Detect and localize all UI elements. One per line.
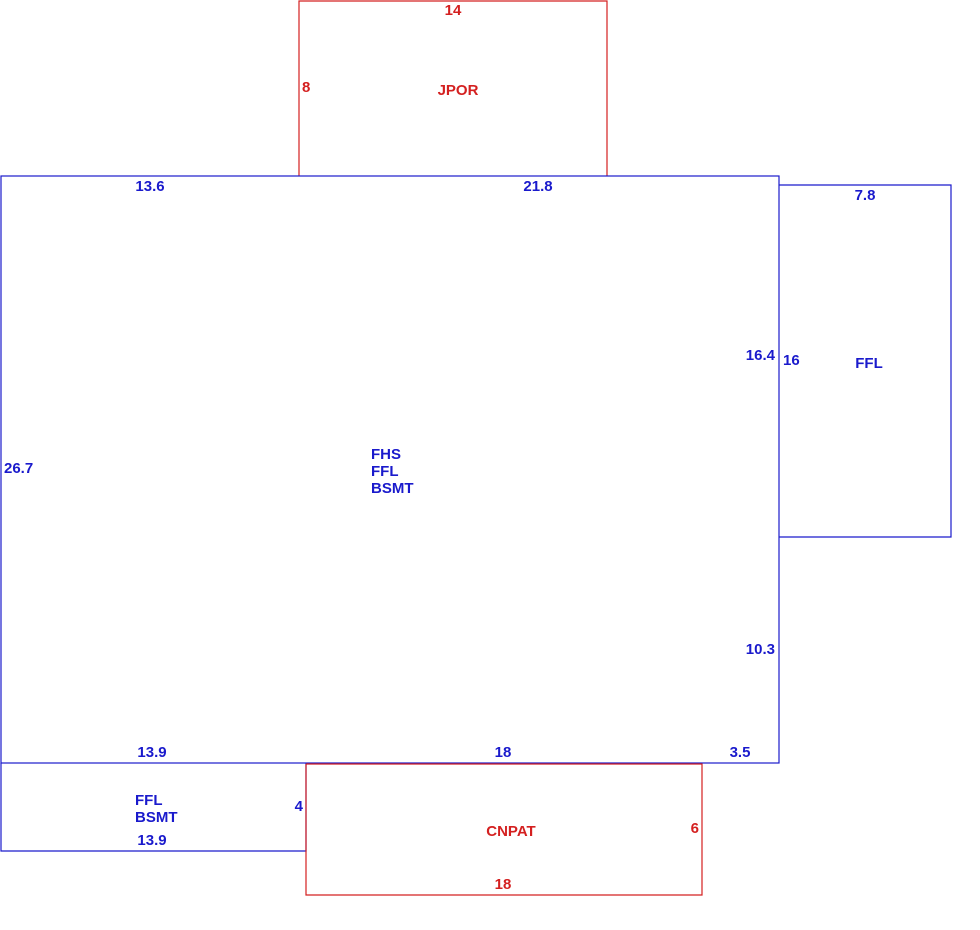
main-right-lower-dimension: 10.3 bbox=[746, 641, 775, 658]
cnpat-label: CNPAT bbox=[486, 823, 535, 840]
main-right-upper-dimension: 16.4 bbox=[746, 347, 776, 364]
ffl-wing-label: FFL bbox=[855, 355, 883, 372]
ffl-bsmt-wing-bottom-dimension: 13.9 bbox=[137, 832, 166, 849]
main-bottom-middle-dimension: 18 bbox=[495, 744, 512, 761]
ffl-bsmt-wing-area[interactable]: FFL BSMT 13.9 4 bbox=[0, 763, 307, 852]
main-house-label-fhs: FHS bbox=[371, 446, 401, 463]
cnpat-bottom-dimension: 18 bbox=[495, 876, 512, 893]
main-left-dimension: 26.7 bbox=[4, 460, 33, 477]
main-house-label-ffl: FFL bbox=[371, 463, 399, 480]
main-house-outline bbox=[0, 175, 780, 764]
ffl-wing-outline bbox=[779, 184, 952, 538]
ffl-wing-area[interactable]: FFL 7.8 16 bbox=[779, 184, 952, 538]
jpor-label: JPOR bbox=[438, 82, 479, 99]
main-top-left-dimension: 13.6 bbox=[135, 178, 164, 195]
jpor-top-dimension: 14 bbox=[445, 2, 462, 19]
jpor-area[interactable]: JPOR 14 8 bbox=[298, 0, 608, 176]
main-house-label-bsmt: BSMT bbox=[371, 480, 414, 497]
jpor-outline bbox=[298, 0, 608, 176]
main-top-right-dimension: 21.8 bbox=[523, 178, 552, 195]
main-house-area[interactable]: FHS FFL BSMT 13.6 21.8 26.7 16.4 10.3 13… bbox=[0, 175, 780, 764]
ffl-wing-left-dimension: 16 bbox=[783, 352, 800, 369]
cnpat-outline bbox=[305, 763, 703, 896]
cnpat-right-dimension: 6 bbox=[691, 820, 699, 837]
jpor-left-dimension: 8 bbox=[302, 79, 310, 96]
cnpat-area[interactable]: CNPAT 18 6 bbox=[305, 763, 703, 896]
main-bottom-left-dimension: 13.9 bbox=[137, 744, 166, 761]
ffl-bsmt-wing-right-dimension: 4 bbox=[295, 798, 304, 815]
ffl-bsmt-wing-label-ffl: FFL bbox=[135, 792, 163, 809]
ffl-wing-top-dimension: 7.8 bbox=[855, 187, 876, 204]
main-bottom-right-dimension: 3.5 bbox=[730, 744, 751, 761]
ffl-bsmt-wing-label-bsmt: BSMT bbox=[135, 809, 178, 826]
